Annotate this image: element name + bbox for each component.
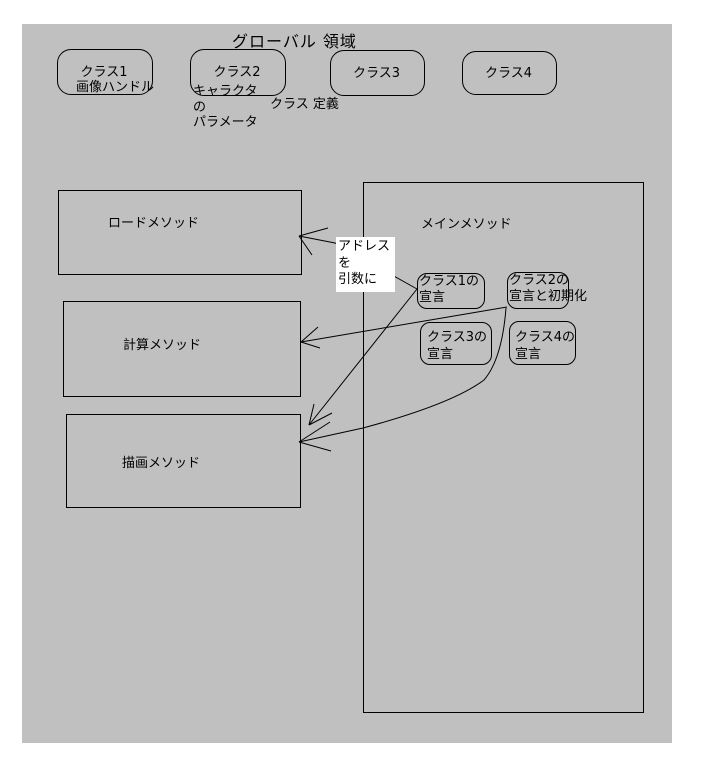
class3-box <box>330 50 425 96</box>
class2-note-line1: キャラクタ <box>193 84 258 99</box>
class2-decl-label: クラス2の 宣言と初期化 <box>509 273 587 305</box>
arrow-decl2-to-draw-head <box>298 421 332 452</box>
load-method-box <box>58 190 302 275</box>
class2-label: クラス2 <box>213 65 261 80</box>
class2-note-line2: の <box>193 99 207 115</box>
address-note-line2: を <box>338 255 352 271</box>
draw-method-label: 描画メソッド <box>122 456 201 471</box>
class1-label: クラス1 <box>80 65 128 80</box>
load-method-label: ロードメソッド <box>108 216 200 231</box>
class1-box <box>57 49 153 95</box>
calc-method-box <box>63 301 301 397</box>
arrow-decl1-to-draw-line <box>308 288 418 426</box>
address-note-line3: 引数に <box>338 272 378 287</box>
global-area-title: グローバル 領域 <box>232 32 357 51</box>
arrow-decl1-to-load-head <box>298 227 329 256</box>
draw-method-box <box>66 414 301 508</box>
address-argument-note: アドレス を 引数に <box>336 237 395 292</box>
class4-decl-box <box>509 321 576 365</box>
main-method-label: メインメソッド <box>421 217 512 232</box>
class2-decl-line1: クラス2の <box>509 273 570 288</box>
class4-decl-label: クラス4の 宣言 <box>515 329 575 363</box>
class3-decl-line2: 宣言 <box>427 347 454 362</box>
main-method-box <box>363 182 644 713</box>
class4-decl-line2: 宣言 <box>515 347 542 362</box>
class2-parameter-note: キャラクタ の パラメータ <box>193 84 258 131</box>
address-note-line1: アドレス <box>338 239 391 254</box>
class4-label: クラス4 <box>484 66 532 81</box>
class-definition-note: クラス 定義 <box>270 97 339 112</box>
class4-box <box>462 51 557 95</box>
class1-sublabel: 画像ハンドル <box>76 80 155 95</box>
class3-decl-line1: クラス3の <box>427 330 488 345</box>
class1-decl-label: クラス1の 宣言 <box>419 274 479 306</box>
class3-decl-label: クラス3の 宣言 <box>427 329 487 363</box>
arrow-decl2-to-draw-curve <box>298 307 507 443</box>
diagram-canvas: グローバル 領域 クラス1 画像ハンドル クラス2 キャラクタ の パラメータ … <box>22 24 672 743</box>
arrow-decl2-to-calc-head <box>300 326 321 349</box>
arrow-decl2-to-calc-line <box>300 306 508 343</box>
class1-decl-line2: 宣言 <box>419 290 446 305</box>
calc-method-label: 計算メソッド <box>123 338 202 353</box>
class1-decl-line1: クラス1の <box>419 274 480 289</box>
arrow-decl1-to-draw-head <box>308 403 333 426</box>
class1-decl-box <box>417 273 485 309</box>
connector-lines <box>298 227 508 452</box>
class2-box <box>190 49 286 96</box>
class2-note-line3: パラメータ <box>193 115 258 130</box>
class2-decl-box <box>507 272 569 309</box>
class2-decl-line2: 宣言と初期化 <box>509 289 588 304</box>
class3-label: クラス3 <box>352 66 400 81</box>
class4-decl-line1: クラス4の <box>515 330 576 345</box>
class3-decl-box <box>420 322 492 365</box>
